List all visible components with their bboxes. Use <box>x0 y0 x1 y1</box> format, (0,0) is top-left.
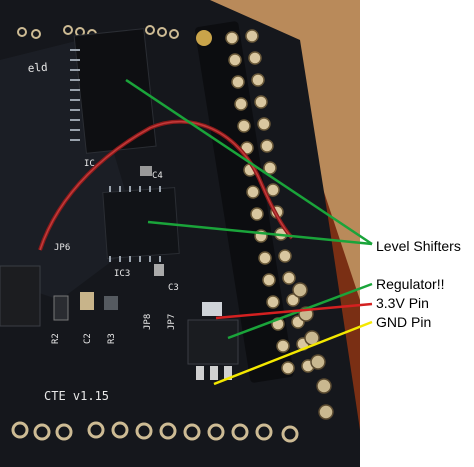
smd-components <box>53 166 164 321</box>
silk-c4: C4 <box>152 171 163 181</box>
ic-mid-chip <box>102 186 180 262</box>
gnd-pin-pointer <box>213 320 373 386</box>
silk-jp6: JP6 <box>54 243 70 253</box>
header-pins <box>225 29 315 375</box>
level-shifter-pointer-top <box>125 78 373 246</box>
silk-jp8: JP8 <box>143 314 153 330</box>
header-pin-strip <box>195 21 294 383</box>
red-jumper-wire-highlight <box>39 120 293 251</box>
silk-r2: R2 <box>51 333 61 344</box>
silk-ic-top: IC <box>84 159 95 169</box>
silk-jp7: JP7 <box>167 314 177 330</box>
pin-33v-label: 3.3V Pin <box>376 295 429 311</box>
gnd-pin-label: GND Pin <box>376 314 432 330</box>
silk-partial-name: eld <box>27 61 48 75</box>
left-chip <box>0 265 41 327</box>
top-pin-row <box>17 25 179 39</box>
gold-pad <box>196 30 212 46</box>
silk-c3: C3 <box>168 283 179 293</box>
level-shifters-label: Level Shifters <box>376 238 461 254</box>
silk-r3: R3 <box>107 333 117 344</box>
white-margin <box>360 0 474 467</box>
ic-top-chip <box>70 28 157 154</box>
silk-c2: C2 <box>83 333 93 344</box>
regulator-label: Regulator!! <box>376 276 445 292</box>
bottom-pin-row <box>11 421 299 443</box>
level-shifter-pointer-mid <box>147 220 373 246</box>
silk-board-version: CTE v1.15 <box>44 389 109 403</box>
pcb-highlight <box>0 40 140 300</box>
silk-ic3: IC3 <box>114 269 130 279</box>
regulator-chip <box>187 302 239 380</box>
header-pins-right-column <box>292 282 334 420</box>
pin-33v-pointer <box>215 302 373 320</box>
